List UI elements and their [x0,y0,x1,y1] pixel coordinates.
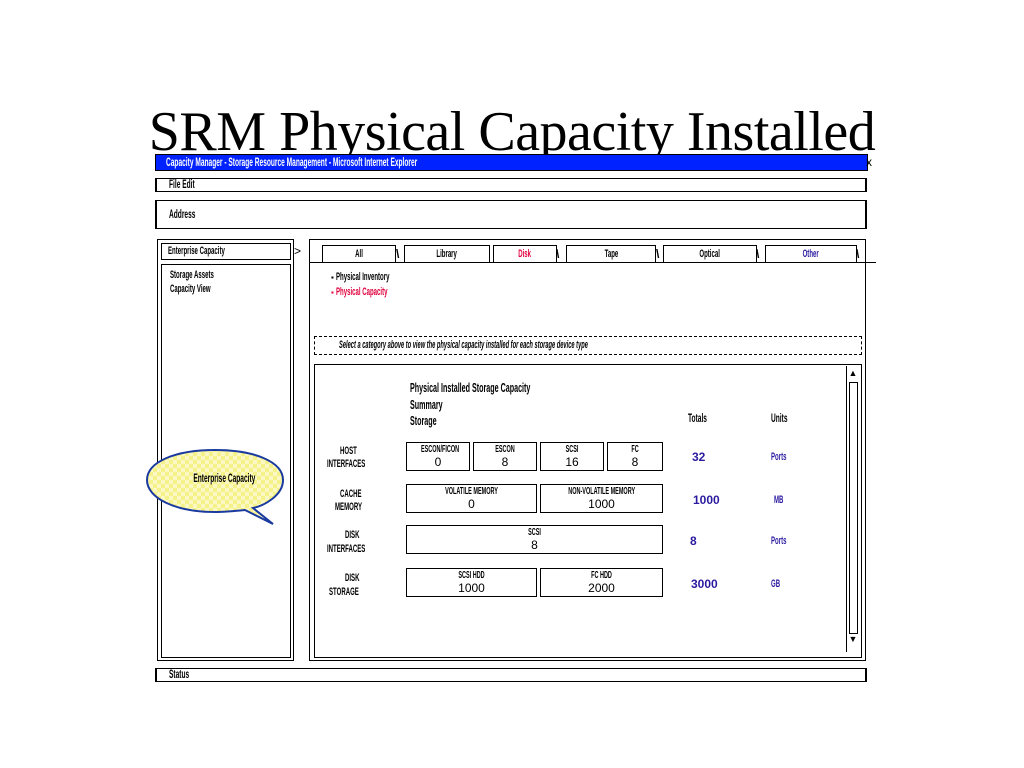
slide-title: SRM Physical Capacity Installed [148,101,876,163]
row-unit: Ports [771,451,787,463]
close-icon[interactable]: x [866,155,872,169]
tree-item-storage-assets[interactable]: Storage Assets [170,269,214,281]
left-panel-header[interactable]: Enterprise Capacity [161,243,291,260]
row-total: 3000 [691,577,718,591]
row-label-storage: STORAGE [329,586,359,598]
row-label-host: HOST [340,445,357,457]
row-label-cache: CACHE [340,488,362,500]
tab-separator: \ [556,247,560,261]
content-heading: Physical Installed Storage Capacity [410,380,531,395]
tab-disk[interactable]: Disk [493,245,557,263]
capacity-cell: FC HDD 2000 [540,568,663,597]
row-unit: GB [771,578,781,590]
window-titlebar[interactable]: Capacity Manager - Storage Resource Mana… [155,154,868,171]
menu-bar[interactable]: File Edit [155,178,867,192]
tab-all[interactable]: All [322,245,396,263]
capacity-cell: VOLATILE MEMORY 0 [406,484,537,513]
address-label: Address [169,207,196,221]
row-total: 1000 [693,493,720,507]
tab-strip-line [310,262,876,263]
row-label-interfaces: INTERFACES [327,543,366,555]
subnav-physical-capacity[interactable]: ▪Physical Capacity [331,286,388,298]
tree-item-capacity-view[interactable]: Capacity View [170,283,211,295]
row-label-disk: DISK [345,572,360,584]
content-subheading-storage: Storage [410,413,437,428]
row-label-memory: MEMORY [335,501,363,513]
row-unit: Ports [771,535,787,547]
row-total: 32 [692,450,706,464]
tab-tape[interactable]: Tape [566,245,656,263]
info-bar-text: Select a category above to view the phys… [339,339,588,351]
row-total: 8 [690,534,697,548]
triangle-up-icon[interactable]: ▲ [848,368,858,378]
status-bar: Status [155,668,867,682]
status-label: Status [169,668,190,681]
content-subheading-summary: Summary [410,397,443,412]
tab-other[interactable]: Other [765,245,857,263]
tab-separator: \ [656,247,660,261]
capacity-cell: SCSI HDD 1000 [406,568,537,597]
tab-separator: \ [856,247,860,261]
info-bar: Select a category above to view the phys… [314,336,862,355]
tab-library[interactable]: Library [404,245,490,263]
capacity-cell: FC 8 [607,442,663,471]
bullet-icon: ▪ [331,288,334,297]
subnav-physical-inventory[interactable]: ▪Physical Inventory [331,271,390,283]
callout-text: Enterprise Capacity [193,471,256,485]
column-header-totals: Totals [688,411,707,425]
bullet-icon: ▪ [331,273,334,282]
callout-bubble [145,448,285,525]
capacity-cell: ESCON 8 [473,442,537,471]
capacity-cell: SCSI 16 [540,442,604,471]
address-bar[interactable]: Address [155,200,867,229]
row-label-disk: DISK [345,529,360,541]
left-panel-header-label: Enterprise Capacity [168,245,225,257]
capacity-cell: SCSI 8 [406,525,663,554]
column-header-units: Units [771,411,788,425]
triangle-down-icon[interactable]: ▼ [848,634,858,644]
capacity-cell: ESCON/FICON 0 [406,442,470,471]
tab-optical[interactable]: Optical [663,245,757,263]
chevron-right-icon: > [294,244,302,258]
row-unit: MB [774,494,784,506]
tab-separator: \ [396,247,400,261]
window-title: Capacity Manager - Storage Resource Mana… [166,155,418,169]
capacity-cell: NON-VOLATILE MEMORY 1000 [540,484,663,513]
menu-bar-label: File Edit [169,178,195,191]
tab-separator: \ [756,247,760,261]
row-label-interfaces: INTERFACES [327,458,366,470]
scrollbar-thumb[interactable] [849,382,858,634]
